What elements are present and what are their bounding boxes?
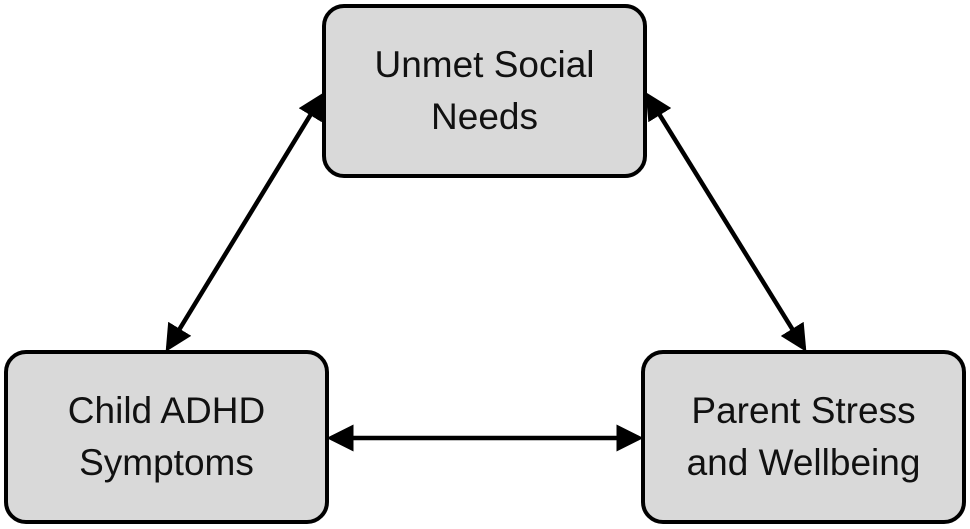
edge-top-left-arrow	[165, 92, 325, 352]
node-label-line2: Needs	[431, 96, 538, 137]
node-label-line1: Unmet Social	[374, 44, 595, 85]
node-unmet-social-needs: Unmet Social Needs	[322, 4, 647, 178]
node-label-line2: Symptoms	[79, 442, 254, 483]
node-label-line1: Parent Stress	[691, 390, 916, 431]
edge-top-right-arrow	[645, 92, 807, 352]
node-label-line1: Child ADHD	[67, 390, 266, 431]
node-parent-stress-wellbeing: Parent Stress and Wellbeing	[641, 350, 966, 524]
node-label-line2: and Wellbeing	[686, 442, 921, 483]
